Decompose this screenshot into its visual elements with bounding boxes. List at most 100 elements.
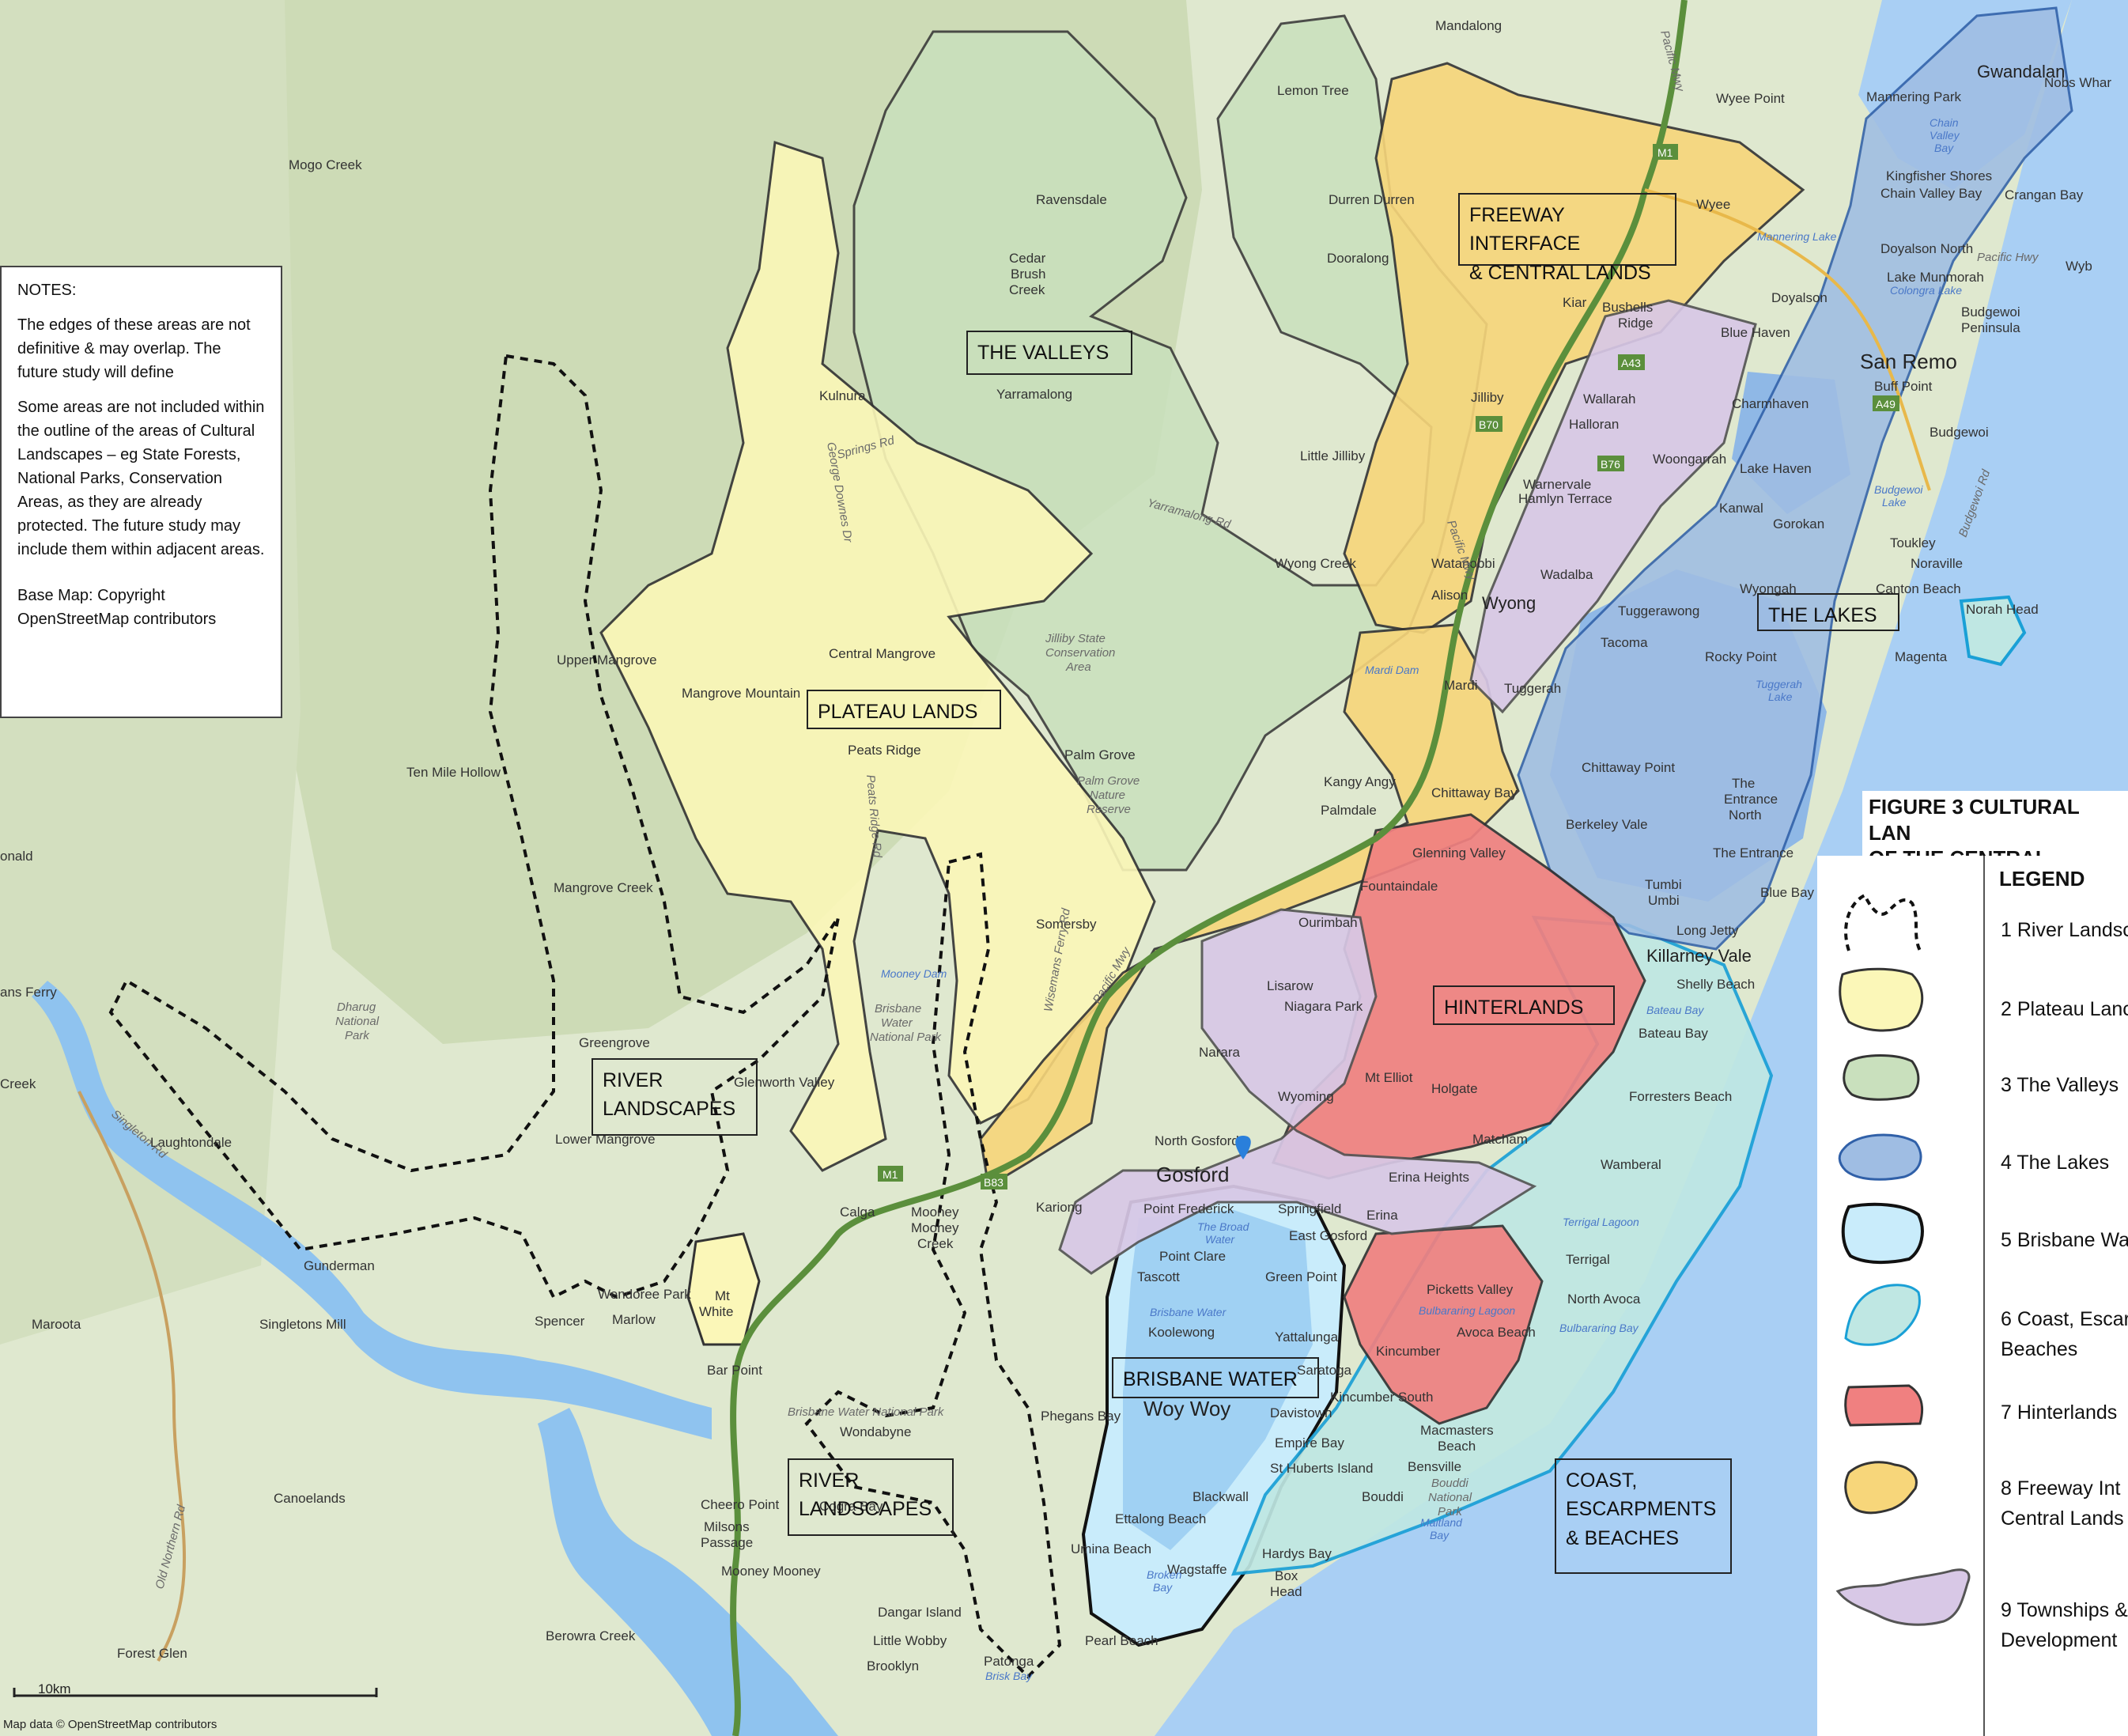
label-coast-escarpments[interactable]: COAST, ESCARPMENTS & BEACHES: [1555, 1458, 1732, 1574]
place-warnervale: Warnervale: [1523, 477, 1591, 492]
road-pacific-hwy: Pacific Hwy: [1977, 251, 2039, 264]
place-blue-haven: Blue Haven: [1721, 325, 1790, 340]
label-freeway-interface[interactable]: FREEWAY INTERFACE & CENTRAL LANDS: [1458, 193, 1676, 284]
label-brisbane-water[interactable]: BRISBANE WATER: [1112, 1357, 1319, 1398]
place-durren-durren: Durren Durren: [1329, 192, 1415, 207]
place-toukley: Toukley: [1890, 535, 1936, 550]
place-mooney-mooney: Mooney Mooney: [721, 1564, 821, 1579]
place-the-entrance: The Entrance: [1713, 845, 1793, 860]
the-lakes-area[interactable]: [1517, 6, 2073, 951]
place-ten-mile-hollow: Ten Mile Hollow: [406, 765, 501, 780]
townships-north-area[interactable]: [1469, 299, 1757, 714]
park-brisbane-water-np: Brisbane Water National Park: [788, 1405, 945, 1419]
place-kariong: Kariong: [1036, 1200, 1083, 1215]
place-kangy-angy: Kangy Angy: [1324, 774, 1396, 789]
shield-a43: [1618, 354, 1645, 370]
place-tascott: Tascott: [1137, 1269, 1180, 1284]
place-lake-munmorah: Lake Munmorah: [1887, 270, 1984, 285]
legend-hinterlands-shape: [1844, 1384, 1924, 1427]
place-dangar-island: Dangar Island: [878, 1605, 962, 1620]
place-kincumber-south: Kincumber South: [1330, 1390, 1433, 1405]
legend-plateau-shape: [1839, 967, 1924, 1032]
legend-freeway-shape: [1844, 1461, 1918, 1515]
place-marlow: Marlow: [612, 1312, 656, 1327]
pacific-motorway: [730, 0, 1688, 1736]
scale-bar: [13, 1688, 378, 1697]
hawkesbury-river: [32, 981, 712, 1439]
place-chittaway-point: Chittaway Point: [1582, 760, 1675, 775]
place-woongarrah: Woongarrah: [1653, 452, 1726, 467]
plateau-lands-area[interactable]: [599, 140, 1156, 1172]
place-wyee: Wyee: [1696, 197, 1730, 212]
shield-m1-calga: [878, 1166, 903, 1182]
label-the-lakes[interactable]: THE LAKES: [1757, 593, 1899, 631]
place-central-mangrove: Central Mangrove: [829, 646, 935, 661]
place-mangrove-creek: Mangrove Creek: [554, 880, 653, 895]
place-canoelands: Canoelands: [274, 1491, 346, 1506]
label-hinterlands[interactable]: HINTERLANDS: [1433, 985, 1615, 1025]
label-river-landscapes-2[interactable]: RIVER LANDSCAPES: [788, 1458, 954, 1536]
place-gwandalan: Gwandalan: [1977, 62, 2065, 81]
place-wyong-creek: Wyong Creek: [1275, 556, 1356, 571]
place-shelly-beach: Shelly Beach: [1676, 977, 1755, 992]
place-wadalba: Wadalba: [1540, 567, 1593, 582]
place-somersby: Somersby: [1036, 917, 1097, 932]
scale-label: 10km: [38, 1681, 71, 1696]
place-ridge: Ridge: [1618, 316, 1653, 331]
place-mt-elliot: Mt Elliot: [1365, 1070, 1413, 1085]
river-landscapes-outline-2[interactable]: [804, 852, 1062, 1679]
place-fountaindale: Fountaindale: [1360, 879, 1438, 894]
townships-gosford-area[interactable]: [1058, 908, 1537, 1275]
label-plateau-lands[interactable]: PLATEAU LANDS: [807, 690, 1001, 729]
place-san-remo: San Remo: [1860, 350, 1957, 373]
place-patonga: Patonga: [984, 1654, 1034, 1669]
location-pin-icon[interactable]: [1235, 1136, 1251, 1159]
shield-a49: [1873, 395, 1899, 411]
coast-norah-head-area[interactable]: [1959, 595, 2027, 667]
place-greengrove: Greengrove: [579, 1035, 650, 1050]
place-point-clare: Point Clare: [1159, 1249, 1226, 1264]
legend-swatch-hinterlands: [1844, 1384, 1924, 1427]
river-landscapes-outline-1[interactable]: [108, 354, 840, 1299]
place-empire-bay: Empire Bay: [1275, 1435, 1344, 1450]
place-cogra-bay: Cogra Bay: [819, 1499, 883, 1514]
place-jilliby: Jilliby: [1471, 390, 1504, 405]
place-wagstaffe: Wagstaffe: [1167, 1562, 1227, 1577]
place-hardys-bay: Hardys Bay: [1262, 1546, 1332, 1561]
place-canton-beach: Canton Beach: [1876, 581, 1961, 596]
old-northern-road: [77, 1091, 187, 1662]
place-upper-mangrove: Upper Mangrove: [557, 652, 657, 668]
place-north-gosford: North Gosford: [1155, 1133, 1239, 1148]
place-berkeley-vale: Berkeley Vale: [1566, 817, 1648, 832]
place-erina-heights: Erina Heights: [1389, 1170, 1469, 1185]
notes-paragraph-2: Some areas are not included within the o…: [17, 399, 265, 558]
place-matcham: Matcham: [1472, 1132, 1528, 1147]
label-the-valleys[interactable]: THE VALLEYS: [966, 331, 1132, 375]
place-little-jilliby: Little Jilliby: [1300, 448, 1366, 463]
place-mardi: Mardi: [1444, 678, 1478, 693]
legend-panel: LEGEND 1 River Landsc 2 Plateau Lanc 3 T…: [1817, 856, 2128, 1736]
legend-label-lakes: 4 The Lakes: [2001, 1152, 2110, 1174]
label-river-landscapes-1[interactable]: RIVER LANDSCAPES: [592, 1058, 758, 1136]
legend-valleys-shape: [1843, 1054, 1920, 1101]
legend-swatch-freeway: [1844, 1461, 1918, 1515]
hinterlands-south-area[interactable]: [1343, 1224, 1544, 1425]
place-peats-ridge: Peats Ridge: [848, 743, 921, 758]
legend-lakes-shape: [1838, 1133, 1922, 1181]
legend-townships-shape: [1835, 1568, 1971, 1626]
legend-swatch-townships: [1835, 1568, 1971, 1626]
legend-label-river: 1 River Landsc: [2001, 919, 2128, 941]
place-bouddi: Bouddi: [1362, 1489, 1404, 1504]
place-ettalong-beach: Ettalong Beach: [1115, 1511, 1206, 1526]
place-blackwall: Blackwall: [1193, 1489, 1249, 1504]
place-gunderman: Gunderman: [304, 1258, 375, 1273]
